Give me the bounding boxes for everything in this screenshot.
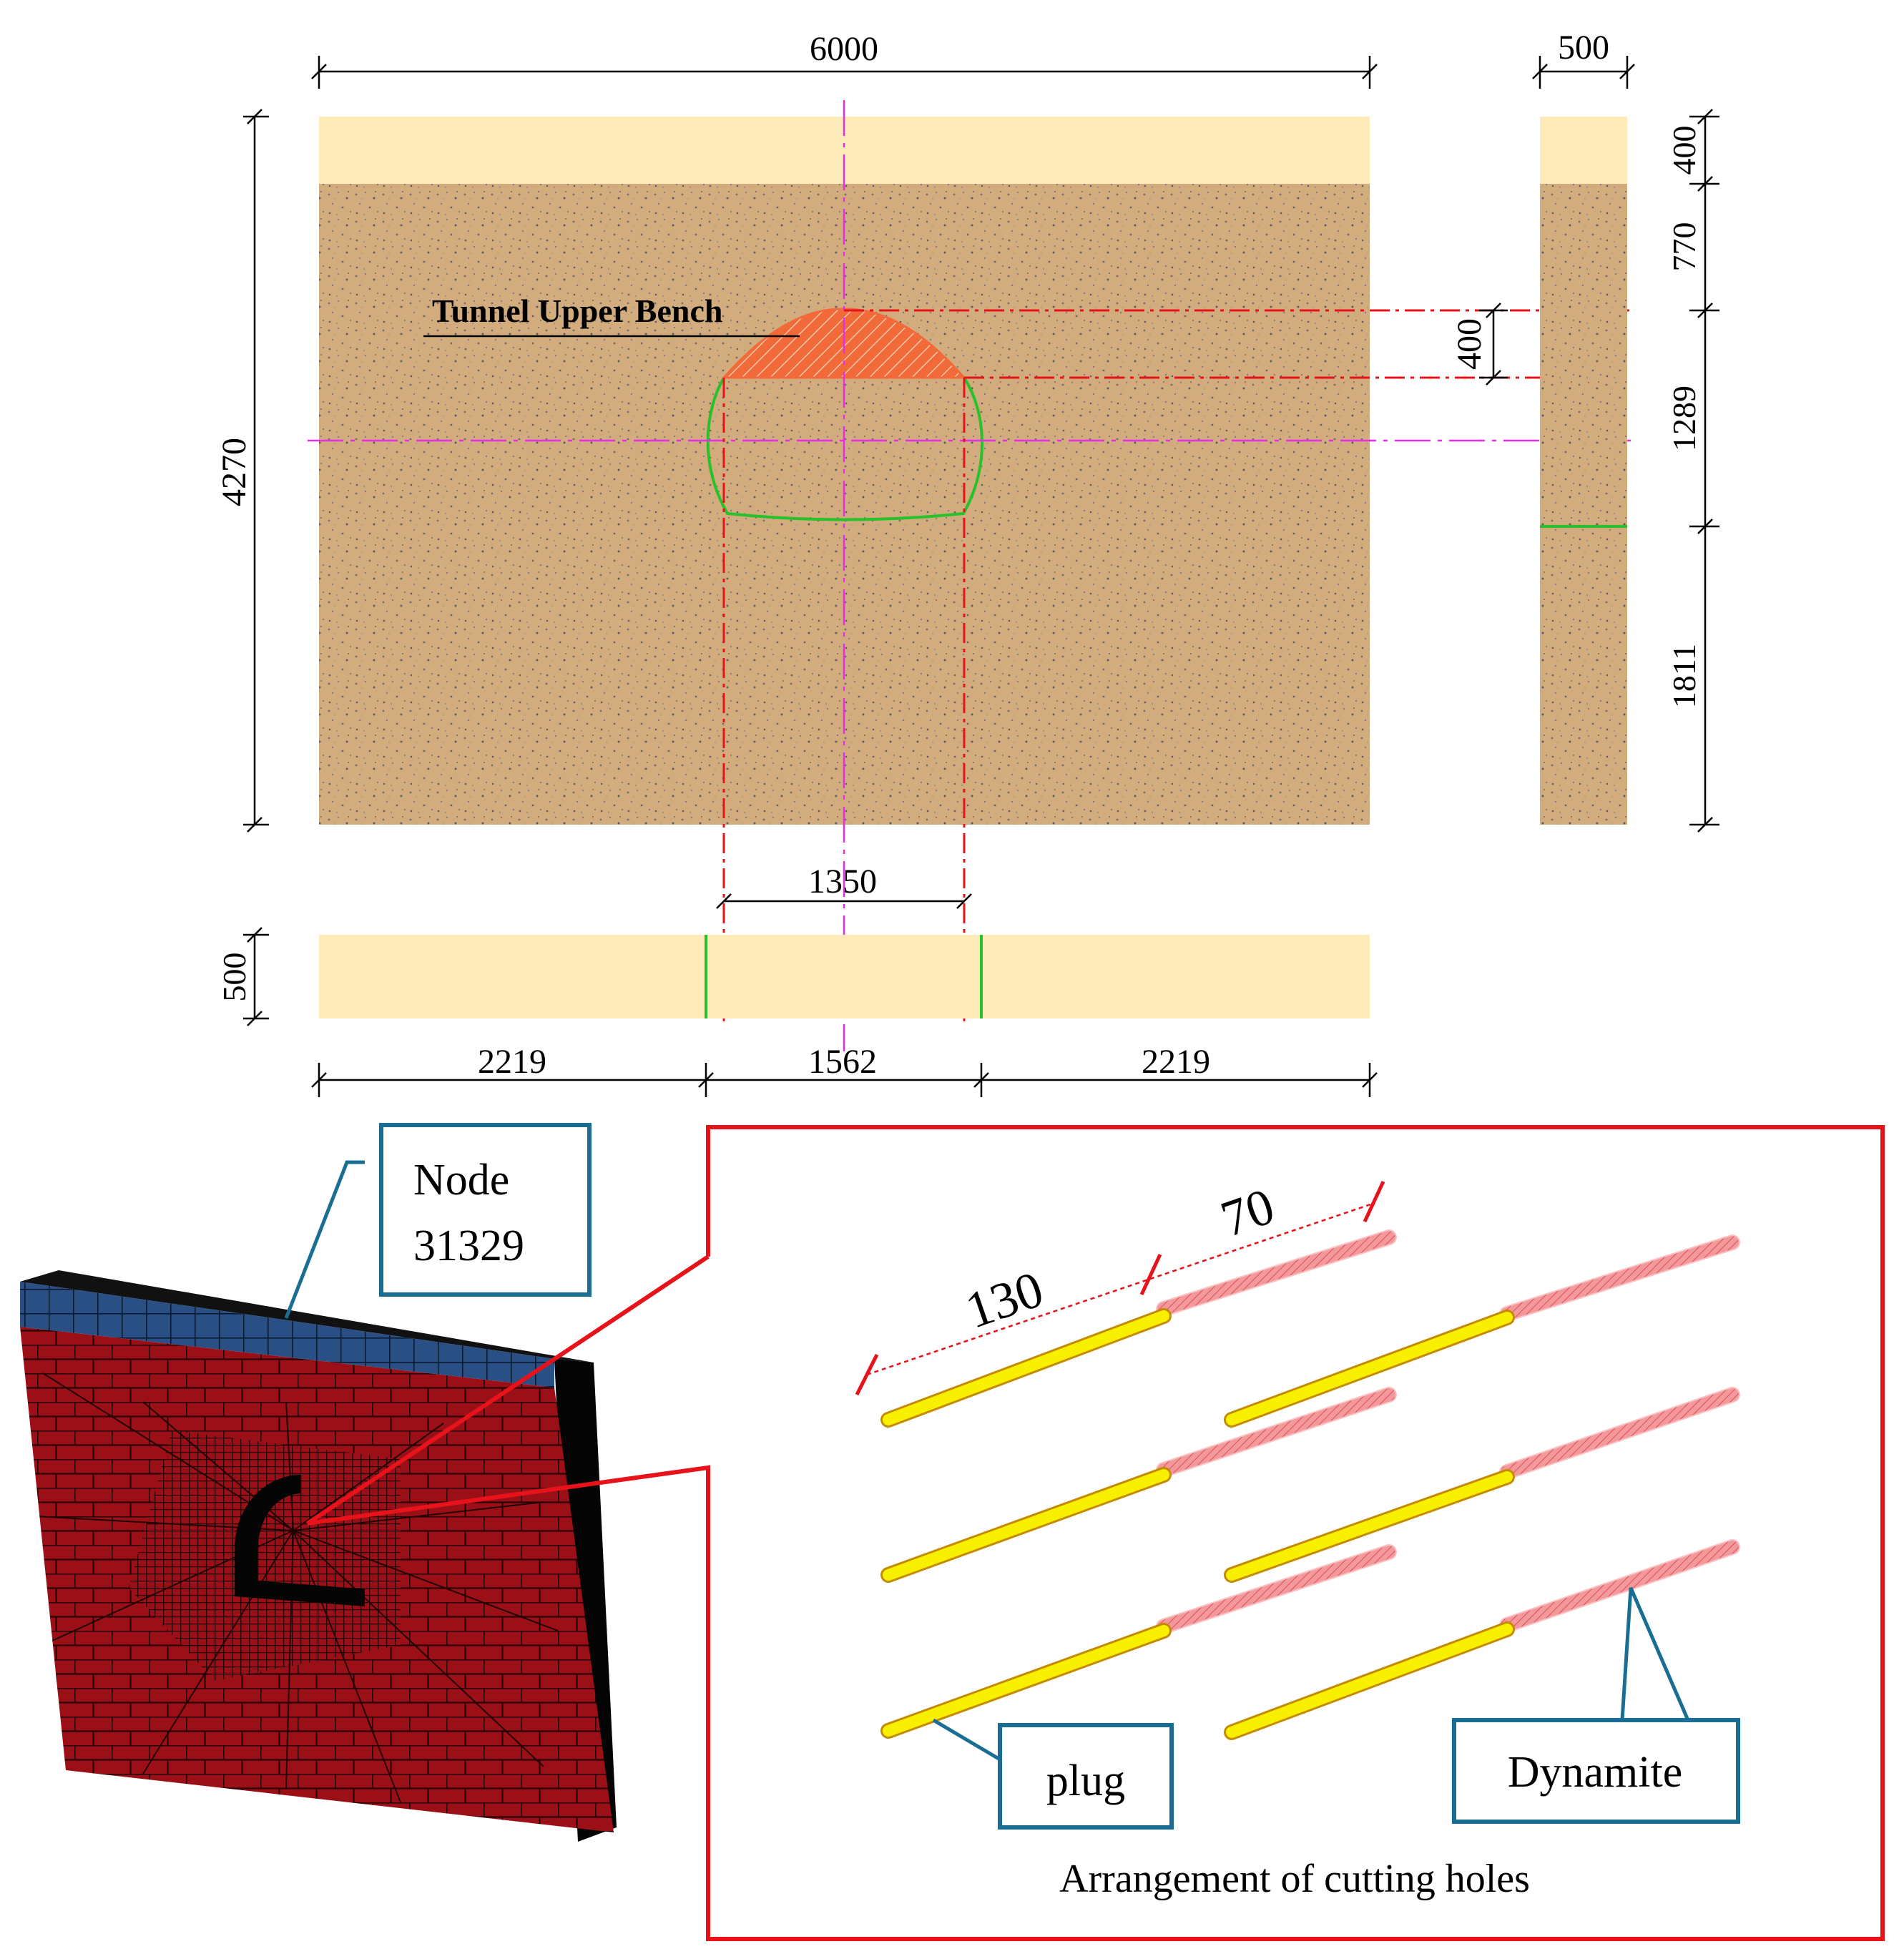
finite-element-model — [20, 1270, 617, 1842]
bottom-section: 1350 500 2219 1562 2219 — [216, 863, 1378, 1097]
inset-connector — [306, 1125, 1885, 1941]
side-rock — [1540, 184, 1627, 825]
model-tunnel-cavity — [235, 1475, 365, 1606]
label-side-500: 500 — [1558, 29, 1609, 67]
hole-dynamite — [1501, 1541, 1739, 1631]
plug-callout-leader — [932, 1718, 1002, 1763]
hole-row3-right — [1224, 1539, 1740, 1740]
side-topsoil — [1540, 117, 1627, 184]
plug-label: plug — [1046, 1757, 1125, 1805]
plug-callout-box — [998, 1723, 1174, 1830]
hole-row1-right — [1224, 1234, 1740, 1428]
node-label-line2: 31329 — [413, 1222, 524, 1270]
label-1350: 1350 — [808, 863, 877, 900]
model-side-face — [554, 1359, 617, 1842]
node-callout: Node 31329 — [284, 1123, 592, 1319]
hole-dynamite — [1501, 1388, 1739, 1478]
cutting-holes-inset: 130 70 plug Dynamite Arrangement of cutt… — [306, 1125, 1885, 1941]
inset-caption: Arrangement of cutting holes — [1059, 1857, 1530, 1901]
dim-right-chain — [1689, 109, 1719, 833]
hole-row1-left — [880, 1229, 1397, 1428]
hole-dynamite — [1501, 1236, 1739, 1320]
label-2219-right: 2219 — [1142, 1043, 1210, 1081]
dim-side-width — [1532, 56, 1635, 89]
dim-bottom-chain — [311, 1063, 1378, 1097]
hole-row3-left — [880, 1544, 1397, 1739]
hole-dynamite — [1157, 1231, 1395, 1315]
label-right-1811: 1811 — [1666, 644, 1702, 708]
dynamite-callout-leader — [1620, 1587, 1690, 1721]
main-cross-section: Tunnel Upper Bench 6000 4270 — [215, 30, 1631, 1051]
label-bench-400: 400 — [1451, 318, 1488, 370]
label-right-1289: 1289 — [1666, 386, 1702, 451]
dim-inclined — [855, 1180, 1385, 1396]
dynamite-callout-box — [1452, 1718, 1740, 1824]
dynamite-label: Dynamite — [1508, 1748, 1683, 1797]
model-blue-face — [20, 1282, 554, 1388]
hole-dynamite — [1157, 1546, 1395, 1633]
dim-bench-height — [1479, 303, 1508, 386]
dim-bottom-thickness — [243, 927, 269, 1026]
node-callout-leader — [284, 1160, 365, 1319]
hole-row2-right — [1224, 1387, 1740, 1583]
label-4270: 4270 — [215, 438, 253, 506]
node-label-line1: Node — [413, 1156, 509, 1204]
bench-title: Tunnel Upper Bench — [432, 293, 722, 329]
label-1562: 1562 — [808, 1043, 877, 1081]
dim-total-width — [311, 56, 1378, 89]
label-right-770: 770 — [1666, 222, 1702, 272]
label-right-400: 400 — [1666, 126, 1702, 175]
tunnel-outline — [706, 376, 984, 521]
label-130: 130 — [958, 1260, 1050, 1340]
hole-dynamite — [1157, 1388, 1395, 1476]
label-bottom-500: 500 — [216, 953, 252, 1002]
dim-1350 — [716, 893, 972, 909]
bottom-strip — [319, 935, 1370, 1018]
node-callout-box — [379, 1123, 592, 1297]
label-2219-left: 2219 — [478, 1043, 546, 1081]
projection-lines — [722, 309, 1629, 1021]
model-top-face — [20, 1270, 594, 1363]
hole-row2-left — [880, 1387, 1397, 1583]
dim-total-height — [243, 109, 269, 833]
side-section: 500 400 770 1289 1811 — [1532, 29, 1719, 833]
hole-dynamite-edge — [1156, 1229, 1397, 1317]
label-6000: 6000 — [810, 30, 878, 68]
